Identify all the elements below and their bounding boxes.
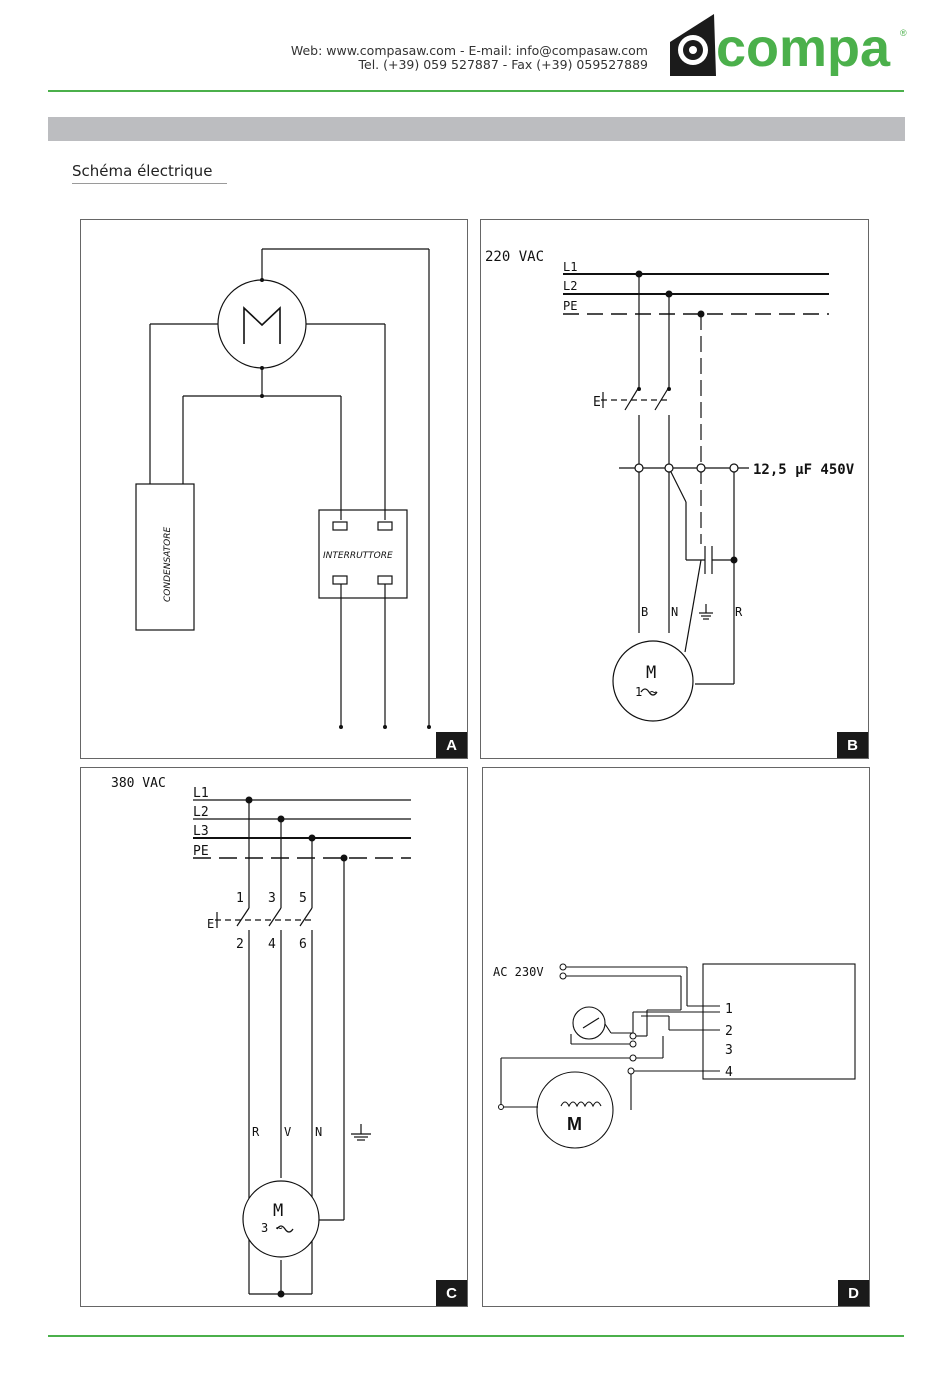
switch-e-label: E bbox=[207, 917, 214, 931]
supply-label: 220 VAC bbox=[485, 249, 544, 265]
wiring-diagram-a: CONDENSATORE INTERRUTTORE bbox=[81, 220, 467, 758]
motor-m-label: M bbox=[567, 1114, 582, 1134]
panel-badge-b: B bbox=[837, 732, 868, 758]
contact-label-5: 5 bbox=[299, 891, 307, 906]
compa-logo-graphic: compa ® bbox=[668, 12, 913, 76]
terminal-label-1: 1 bbox=[725, 1002, 733, 1017]
panel-b: 220 VAC L1 L2 PE bbox=[480, 219, 869, 759]
motor-coil-symbol bbox=[561, 1102, 601, 1106]
wiring-diagram-b: 220 VAC L1 L2 PE bbox=[481, 220, 868, 758]
contact-info: Web: www.compasaw.com - E-mail: info@com… bbox=[291, 44, 648, 72]
supply-label: AC 230V bbox=[493, 965, 544, 979]
contact-phone-fax: Tel. (+39) 059 527887 - Fax (+39) 059527… bbox=[291, 58, 648, 72]
panel-badge-c: C bbox=[436, 1280, 467, 1306]
wiring-diagram-c: 380 VAC L1 L2 L3 PE bbox=[81, 768, 467, 1306]
terminal-box bbox=[703, 964, 855, 1079]
top-divider bbox=[48, 90, 904, 92]
wire-label-n: N bbox=[671, 605, 678, 619]
bottom-divider bbox=[48, 1335, 904, 1337]
switch-label: INTERRUTTORE bbox=[323, 551, 393, 561]
logo-registered-mark: ® bbox=[900, 28, 907, 38]
panel-a: CONDENSATORE INTERRUTTORE A bbox=[80, 219, 468, 759]
motor-winding-symbol bbox=[244, 308, 280, 344]
terminal-label-2: 2 bbox=[725, 1024, 733, 1039]
line-label-l2: L2 bbox=[563, 279, 577, 293]
wire-label-b: B bbox=[641, 605, 648, 619]
section-title: Schéma électrique bbox=[72, 162, 227, 184]
contact-web-email[interactable]: Web: www.compasaw.com - E-mail: info@com… bbox=[291, 44, 648, 58]
capacitor-label: CONDENSATORE bbox=[163, 527, 173, 602]
wiring-diagram-d: AC 230V bbox=[483, 768, 869, 1306]
motor-phase-label: 1 ~ bbox=[635, 685, 657, 699]
contact-label-6: 6 bbox=[299, 937, 307, 952]
line-label-pe: PE bbox=[193, 844, 209, 859]
contact-label-1: 1 bbox=[236, 891, 244, 906]
motor-m-label: M bbox=[646, 663, 656, 683]
terminal-label-4: 4 bbox=[725, 1065, 733, 1080]
panel-c: 380 VAC L1 L2 L3 PE bbox=[80, 767, 468, 1307]
logo-wordmark: compa bbox=[716, 18, 891, 76]
contact-label-4: 4 bbox=[268, 937, 276, 952]
line-label-l2: L2 bbox=[193, 805, 209, 820]
motor-m-label: M bbox=[273, 1201, 283, 1221]
contact-label-2: 2 bbox=[236, 937, 244, 952]
panel-d: AC 230V bbox=[482, 767, 870, 1307]
terminal-label-3: 3 bbox=[725, 1043, 733, 1058]
panel-badge-d: D bbox=[838, 1280, 869, 1306]
motor-phase-label: 3 ~ bbox=[261, 1221, 283, 1235]
line-label-pe: PE bbox=[563, 299, 577, 313]
supply-label: 380 VAC bbox=[111, 776, 166, 791]
switch-e-label: E bbox=[593, 395, 601, 410]
thermostat-symbol bbox=[573, 1007, 605, 1039]
wire-label-r: R bbox=[735, 605, 743, 619]
wire-label-n: N bbox=[315, 1125, 322, 1139]
contact-label-3: 3 bbox=[268, 891, 276, 906]
section-band bbox=[48, 117, 905, 141]
panel-badge-a: A bbox=[436, 732, 467, 758]
compa-logo[interactable]: compa ® bbox=[668, 12, 913, 76]
wire-label-v: V bbox=[284, 1125, 291, 1139]
line-label-l3: L3 bbox=[193, 824, 209, 839]
capacitor-rating-label: 12,5 µF 450V bbox=[753, 462, 855, 478]
line-label-l1: L1 bbox=[193, 786, 209, 801]
wire-label-r: R bbox=[252, 1125, 260, 1139]
motor-symbol bbox=[537, 1072, 613, 1148]
line-label-l1: L1 bbox=[563, 260, 577, 274]
